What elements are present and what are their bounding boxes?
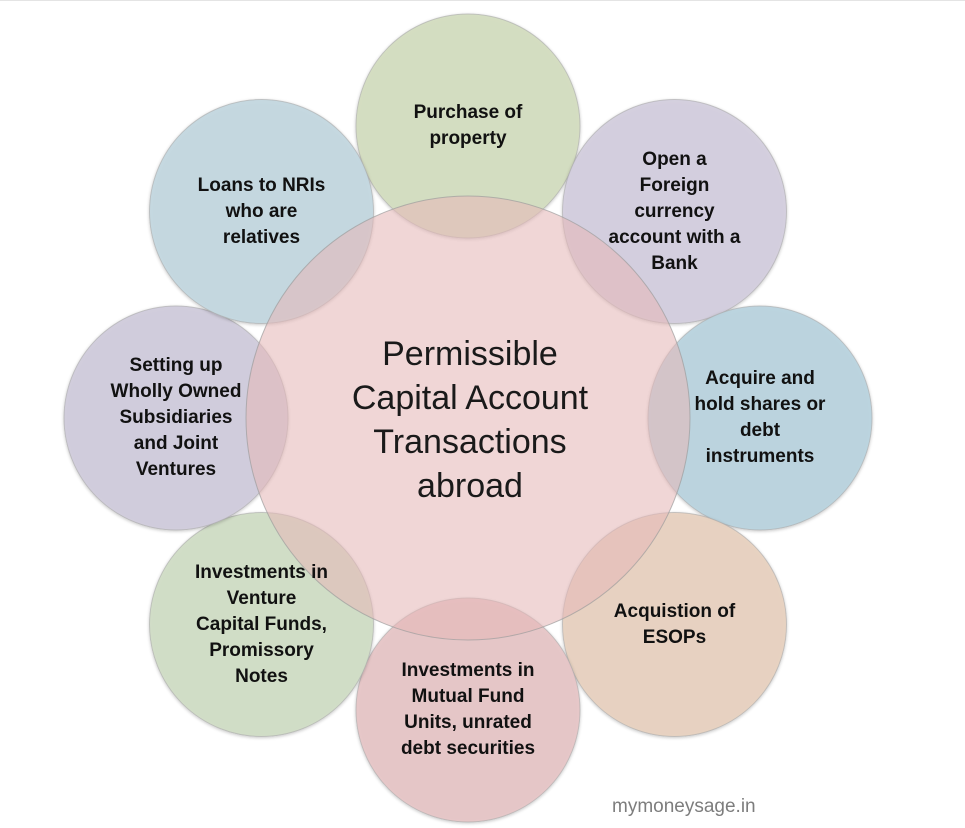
center-title: Permissible Capital Account Transactions… xyxy=(351,335,589,505)
node-label-loans-to-nris: Loans to NRIs who are relatives xyxy=(197,174,326,248)
center-circle xyxy=(245,195,691,641)
node-label-acquire-shares-debt: Acquire and hold shares or debt instrume… xyxy=(694,368,826,467)
node-label-venture-capital-investments: Investments in Venture Capital Funds, Pr… xyxy=(194,561,329,687)
node-label-foreign-currency-account: Open a Foreign currency account with a B… xyxy=(608,148,741,274)
node-label-mutual-fund-investments: Investments in Mutual Fund Units, unrate… xyxy=(400,660,536,759)
top-divider xyxy=(0,0,965,1)
site-watermark: mymoneysage.in xyxy=(612,796,756,817)
node-label-acquisition-of-esops: Acquistion of ESOPs xyxy=(613,600,736,648)
node-label-purchase-of-property: Purchase of property xyxy=(413,102,523,149)
node-label-subsidiaries-joint-ventures: Setting up Wholly Owned Subsidiaries and… xyxy=(110,355,242,480)
